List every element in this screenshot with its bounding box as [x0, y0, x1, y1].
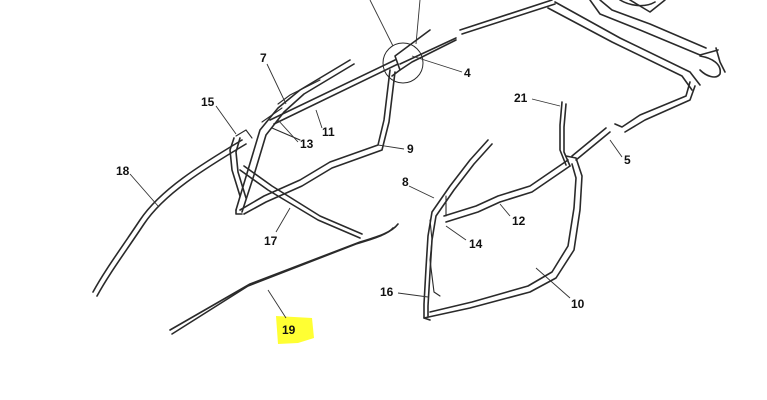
- callout-4: 4: [464, 66, 471, 80]
- callout-18: 18: [116, 164, 130, 178]
- door-seal-assembly: [423, 101, 611, 321]
- callout-12: 12: [512, 214, 526, 228]
- callout-19-highlight: [276, 316, 314, 344]
- sill-seal: [169, 223, 399, 335]
- callout-19: 19: [282, 323, 296, 337]
- callout-16: 16: [380, 285, 394, 299]
- callout-8: 8: [402, 175, 409, 189]
- callout-10: 10: [571, 297, 585, 311]
- windscreen-side-seal: [92, 139, 247, 297]
- callout-7: 7: [260, 51, 267, 65]
- callout-5: 5: [624, 153, 631, 167]
- upper-trim-pieces: [229, 79, 363, 239]
- roof-rail-seal: [614, 81, 696, 133]
- leader-lines: [129, 55, 623, 319]
- callout-15: 15: [201, 95, 215, 109]
- front-window-frame-seal: [235, 37, 457, 215]
- clip-detail: [369, 0, 457, 84]
- callout-14: 14: [469, 237, 483, 251]
- callout-labels: 4 5 7 8 9 10 11 12 13 14 15 16 17 18 19 …: [116, 51, 631, 337]
- roof-seal: [459, 0, 726, 91]
- callout-13: 13: [300, 137, 314, 151]
- callout-11: 11: [322, 125, 335, 139]
- callout-21: 21: [514, 91, 528, 105]
- callout-9: 9: [407, 142, 414, 156]
- callout-17: 17: [264, 234, 278, 248]
